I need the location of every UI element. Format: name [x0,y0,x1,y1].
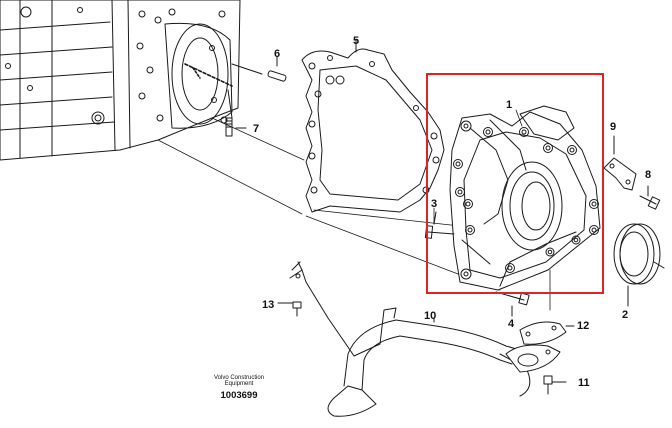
gasket-12 [519,321,575,345]
engine-block [0,0,263,161]
callout-4: 4 [508,318,515,330]
callout-8: 8 [645,169,651,181]
callout-3: 3 [431,198,437,210]
callout-7: 7 [253,123,259,135]
callout-9: 9 [610,121,616,133]
callout-2: 2 [622,309,628,321]
oil-pickup-tube-10 [327,317,531,417]
callout-12: 12 [577,320,589,332]
callout-5: 5 [353,35,359,47]
drawing-caption: Volvo Construction Equipment 1003699 [196,375,282,401]
gasket-5 [301,39,445,213]
callout-6: 6 [274,48,280,60]
callout-1: 1 [506,99,512,111]
dowel-pin-6 [267,56,287,82]
bolt-4 [495,291,530,317]
caption-company-line: Volvo Construction [213,375,265,381]
bolt-11 [543,375,567,395]
support-bracket-arm [289,261,397,357]
highlight-frame [426,73,604,294]
drawing-number: 1003699 [220,390,258,401]
callout-13: 13 [262,299,274,311]
crankshaft-seal-2 [613,223,665,307]
timing-cover-housing-1 [449,105,601,291]
bolt-8 [639,185,661,210]
callout-10: 10 [424,310,436,322]
flange-tube-end [505,344,561,373]
caption-subtitle-line: Equipment [224,381,254,387]
bolt-13 [277,301,302,317]
bolt-7 [225,117,247,137]
callout-11: 11 [578,377,590,389]
bracket-9 [603,135,637,191]
